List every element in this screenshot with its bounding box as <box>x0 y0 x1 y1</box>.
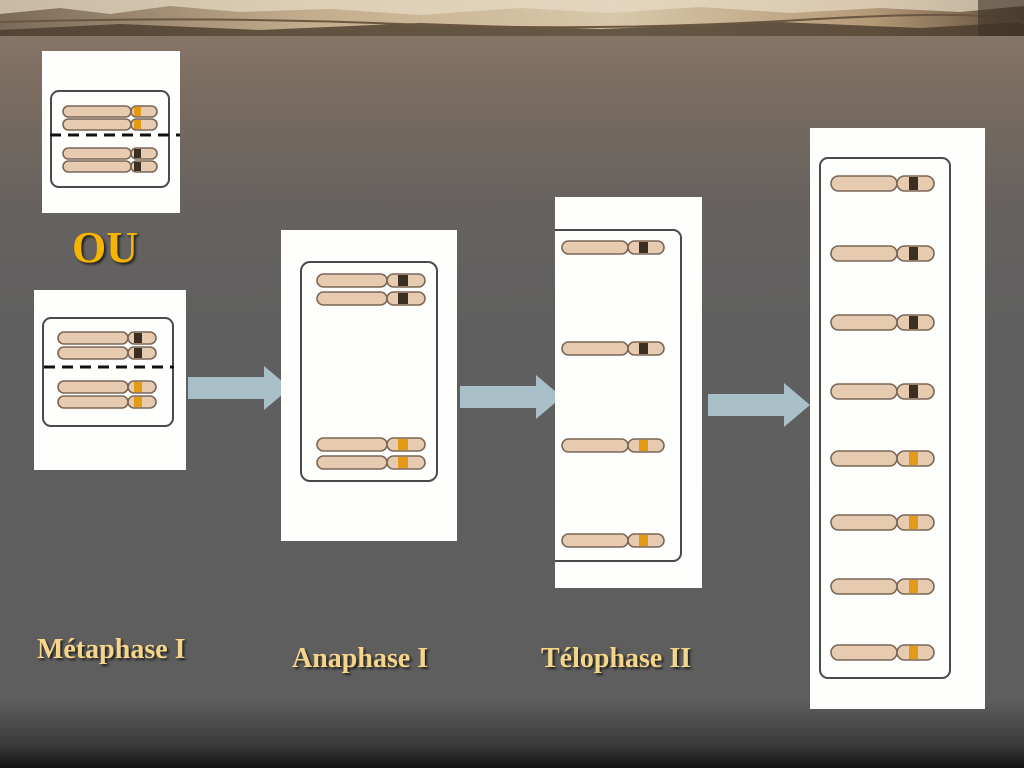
telophase-label: Télophase II <box>541 643 692 674</box>
chromosome-icon <box>57 380 157 409</box>
or-separator: OU <box>72 223 138 272</box>
chromosome-icon <box>830 245 935 262</box>
chromosome-icon <box>830 644 935 661</box>
chromosome-icon <box>561 341 665 356</box>
right-arrow-icon <box>188 366 290 410</box>
chromosome-icon <box>830 514 935 531</box>
chromosome-icon <box>830 578 935 595</box>
final-panel <box>810 128 985 709</box>
chromosome-icon <box>830 383 935 400</box>
chromosome-icon <box>561 438 665 453</box>
chromosome-icon <box>57 331 157 360</box>
anaphase-label: Anaphase I <box>292 643 429 674</box>
right-arrow-icon <box>460 375 562 419</box>
chromosome-icon <box>561 533 665 548</box>
metaphase-option-a-panel <box>42 51 180 213</box>
chromosome-icon <box>561 240 665 255</box>
right-arrow-icon <box>708 383 810 427</box>
chromosome-icon <box>62 105 158 131</box>
chromosome-icon <box>830 314 935 331</box>
anaphase-panel <box>281 230 457 541</box>
top-banner <box>0 0 1024 36</box>
chromosome-icon <box>830 450 935 467</box>
metaphase-label: Métaphase I <box>37 634 186 665</box>
chromosome-icon <box>830 175 935 192</box>
telophase-panel <box>555 197 702 588</box>
chromosome-icon <box>316 437 426 470</box>
chromosome-icon <box>62 147 158 173</box>
chromosome-icon <box>316 273 426 306</box>
metaphase-option-b-panel <box>34 290 186 470</box>
